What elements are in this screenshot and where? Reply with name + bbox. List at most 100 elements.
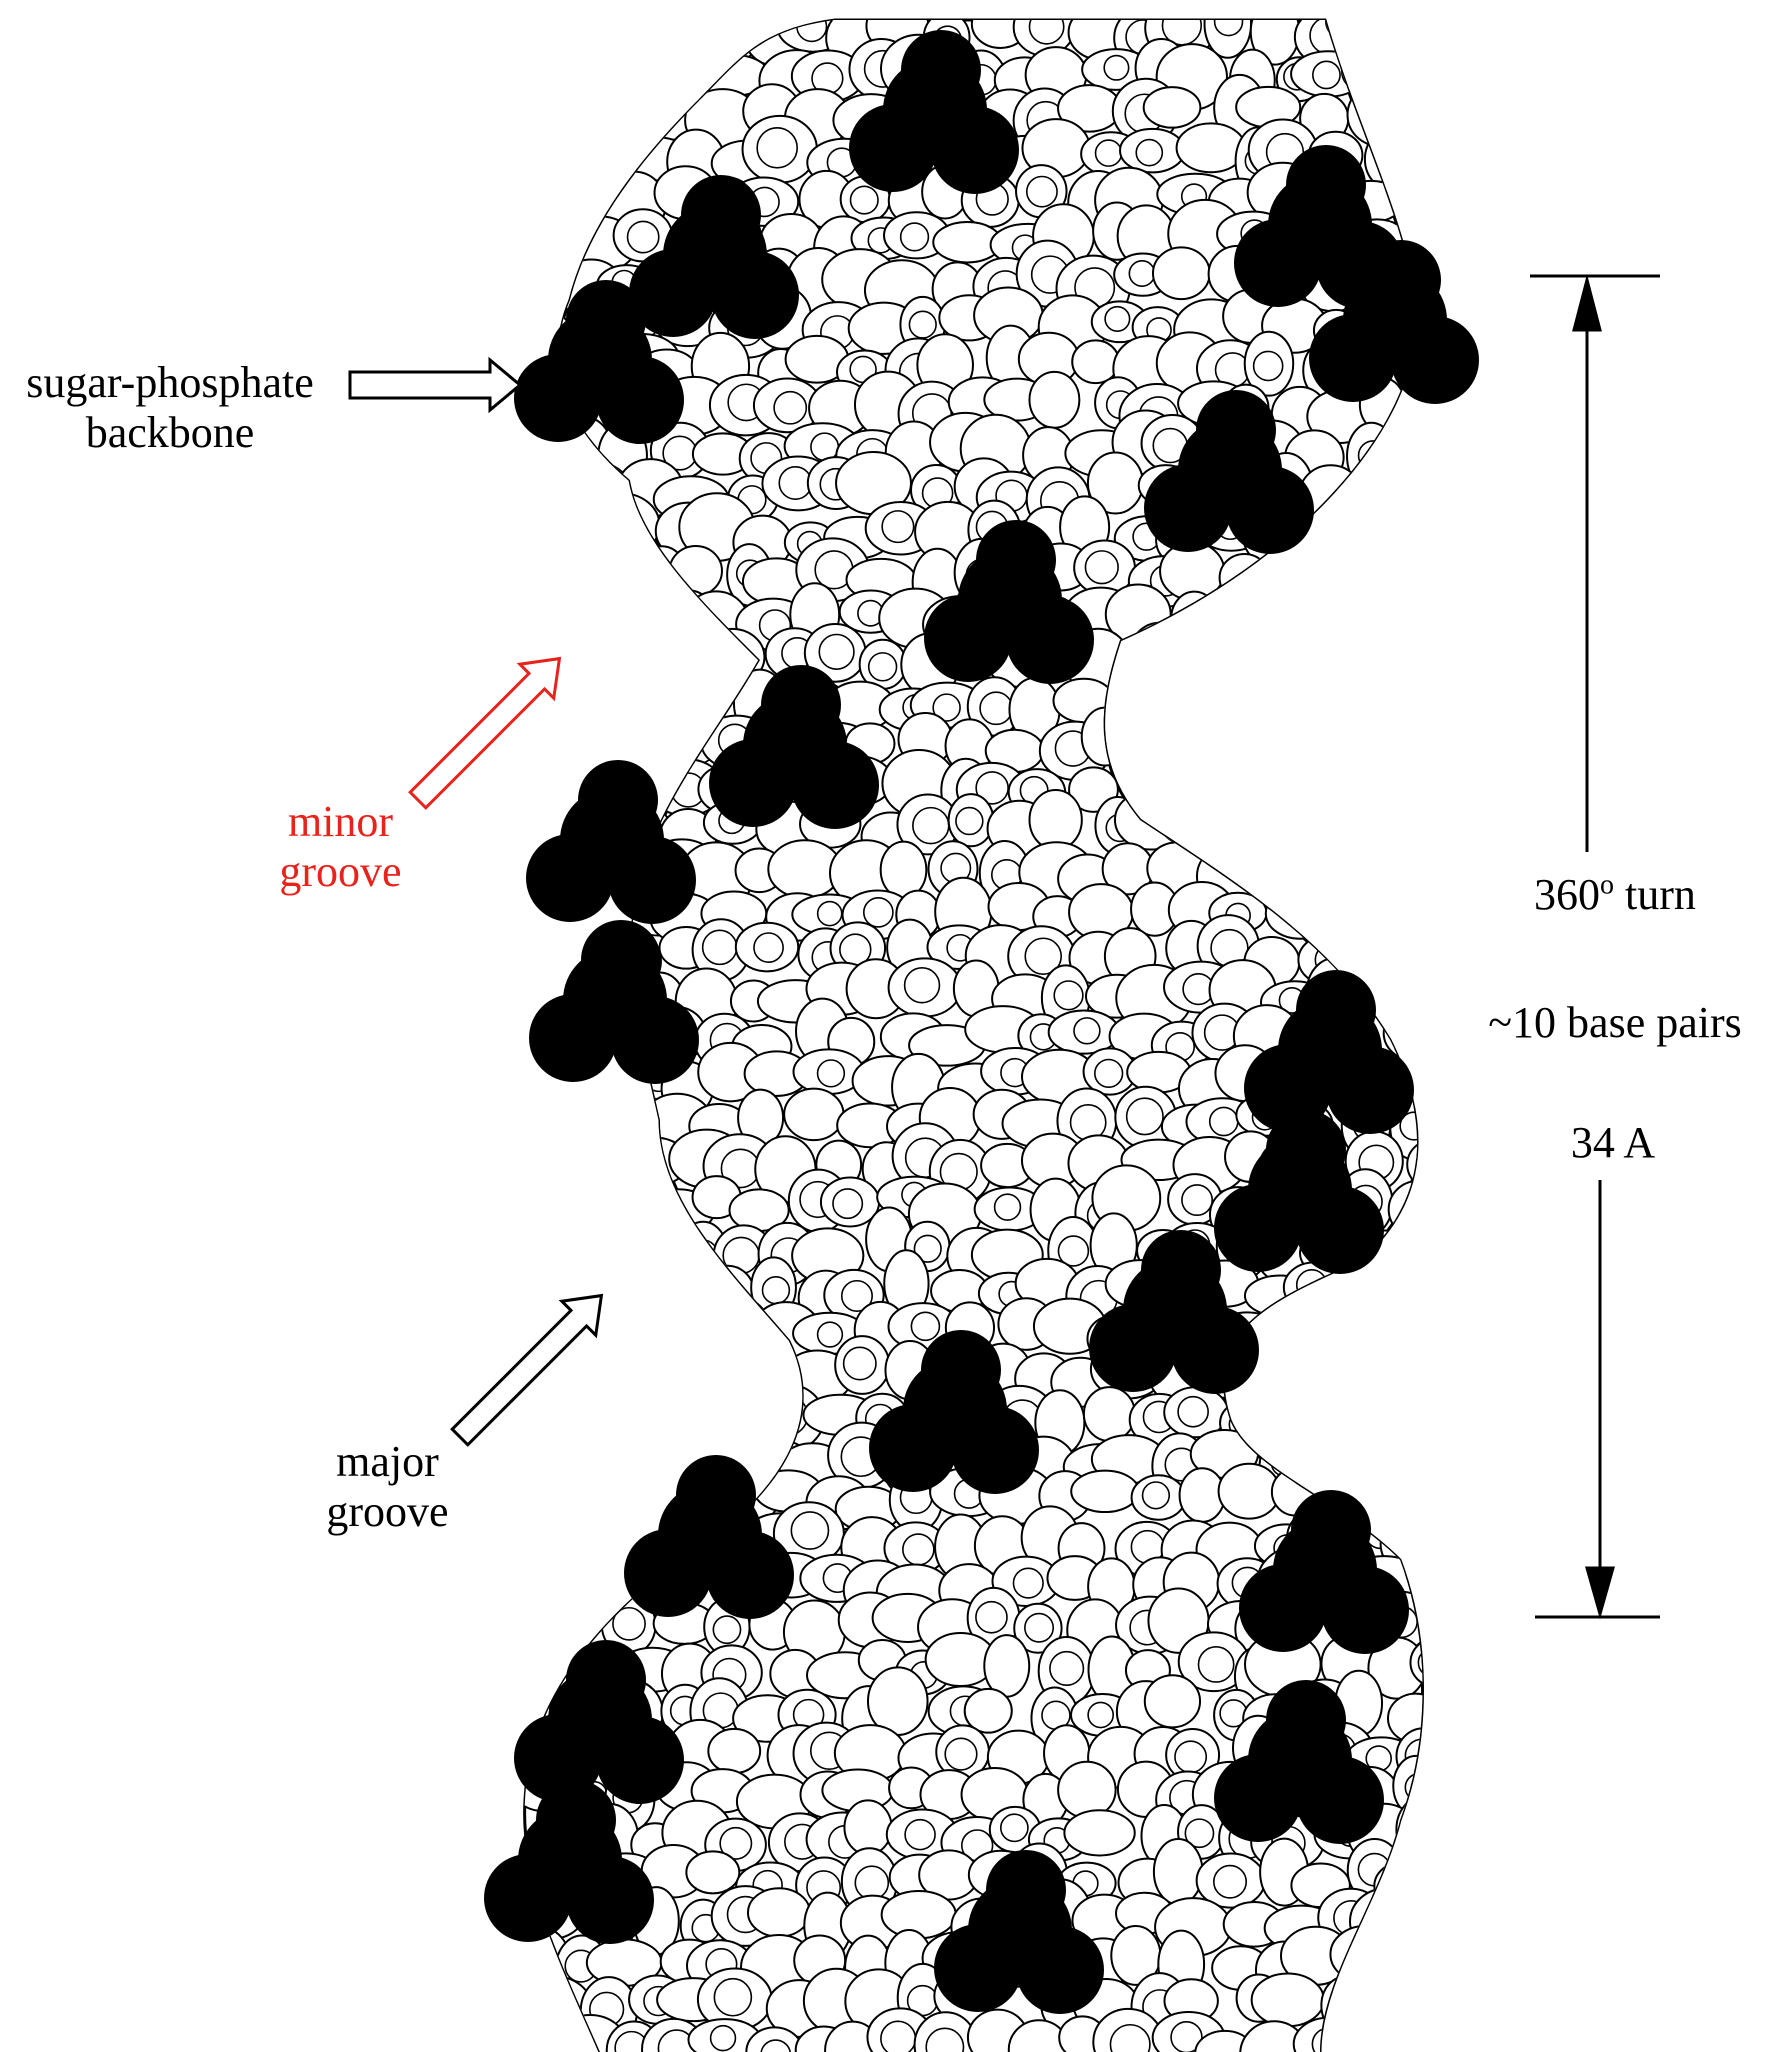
- phosphate-atom: [1296, 1756, 1384, 1844]
- atom: [1383, 605, 1423, 649]
- atom: [1408, 187, 1423, 223]
- atom: [1170, 590, 1219, 646]
- atom: [1350, 766, 1377, 793]
- phosphate-groups: [484, 30, 1479, 2014]
- atom: [731, 1403, 761, 1432]
- atom: [1391, 175, 1423, 234]
- atom: [609, 1171, 664, 1238]
- atom: [1143, 718, 1191, 787]
- atom: [1135, 138, 1164, 167]
- atom: [613, 679, 674, 739]
- atom: [1340, 1272, 1390, 1318]
- atom: [582, 1351, 611, 1380]
- atom: [621, 1217, 681, 1267]
- atom: [975, 1600, 1008, 1634]
- atom: [686, 1239, 719, 1272]
- atom: [622, 1361, 653, 1392]
- base-pairs-label: ~10 base pairs: [1488, 998, 1742, 1047]
- atom: [1313, 1311, 1377, 1364]
- phosphate-group: [514, 1640, 684, 1804]
- atom: [1219, 710, 1273, 764]
- atom: [1374, 816, 1404, 846]
- atom: [1276, 641, 1309, 675]
- atom: [773, 390, 808, 425]
- atom: [867, 652, 898, 682]
- atom: [1392, 704, 1423, 766]
- phosphate-atom: [1266, 1680, 1346, 1760]
- atom: [1395, 94, 1423, 138]
- atom: [1400, 130, 1423, 192]
- atom: [1239, 674, 1310, 719]
- atom: [583, 492, 661, 559]
- hollow-arrow-right-icon: [348, 356, 523, 414]
- phosphate-group: [1214, 1110, 1384, 1274]
- atom: [832, 1188, 864, 1220]
- atom: [720, 1390, 767, 1442]
- atom: [1395, 1795, 1423, 1864]
- atom: [1012, 20, 1076, 57]
- atom: [1230, 723, 1263, 756]
- atom: [524, 254, 575, 297]
- phosphate-atom: [1296, 970, 1376, 1050]
- atom: [524, 1223, 575, 1270]
- atom: [626, 220, 660, 254]
- atom: [1399, 1111, 1423, 1141]
- phosphate-atom: [1244, 1044, 1332, 1132]
- atom: [1296, 1348, 1364, 1418]
- atom: [524, 752, 569, 818]
- phosphate-atom: [566, 1640, 646, 1720]
- atom: [524, 1518, 570, 1582]
- phosphate-atom: [536, 1780, 616, 1860]
- phosphate-atom: [1286, 145, 1366, 225]
- atom: [526, 554, 582, 599]
- atom: [1386, 674, 1423, 725]
- atom: [569, 1130, 619, 1182]
- atom: [1319, 810, 1373, 861]
- atom: [1390, 762, 1423, 802]
- atom: [1373, 1860, 1423, 1912]
- atom: [1251, 713, 1325, 762]
- atom: [1239, 2020, 1309, 2052]
- phosphate-atom: [596, 356, 684, 444]
- atom: [524, 20, 556, 62]
- atom: [549, 673, 612, 743]
- atom: [558, 460, 633, 523]
- atom: [790, 1511, 830, 1550]
- atom: [1308, 1360, 1349, 1401]
- atom: [612, 1434, 659, 1499]
- atom: [1057, 1760, 1117, 1819]
- atom: [524, 920, 565, 986]
- atom: [1028, 370, 1081, 429]
- atom: [553, 1432, 630, 1475]
- phosphate-atom: [1291, 1490, 1371, 1570]
- atom: [842, 1346, 877, 1381]
- atom: [565, 508, 626, 554]
- atom: [1357, 594, 1396, 633]
- atom: [1225, 795, 1284, 847]
- atom: [548, 1172, 606, 1232]
- atom: [1383, 885, 1423, 936]
- atom: [1371, 1309, 1421, 1372]
- minor-groove-label: minor groove: [258, 797, 423, 897]
- helix-length-label: 34 A: [1570, 1118, 1656, 1167]
- atom: [1410, 815, 1423, 848]
- atom: [612, 1606, 646, 1641]
- atom: [729, 1351, 791, 1404]
- atom: [1398, 967, 1423, 1037]
- atom: [1184, 1818, 1215, 1849]
- atom: [1410, 1387, 1423, 1426]
- atom: [1389, 804, 1423, 858]
- phosphate-group: [514, 280, 684, 444]
- atom: [1109, 2023, 1151, 2052]
- atom: [667, 1303, 709, 1345]
- phosphate-atom: [921, 1330, 1001, 1410]
- phosphate-group: [526, 760, 696, 924]
- atom: [624, 51, 679, 100]
- atom: [1104, 305, 1131, 332]
- atom: [1389, 2021, 1416, 2048]
- backbone-label-line-1: sugar-phosphate: [26, 358, 314, 407]
- atom: [1406, 1212, 1423, 1280]
- atom: [1346, 82, 1412, 147]
- atom: [719, 1826, 753, 1860]
